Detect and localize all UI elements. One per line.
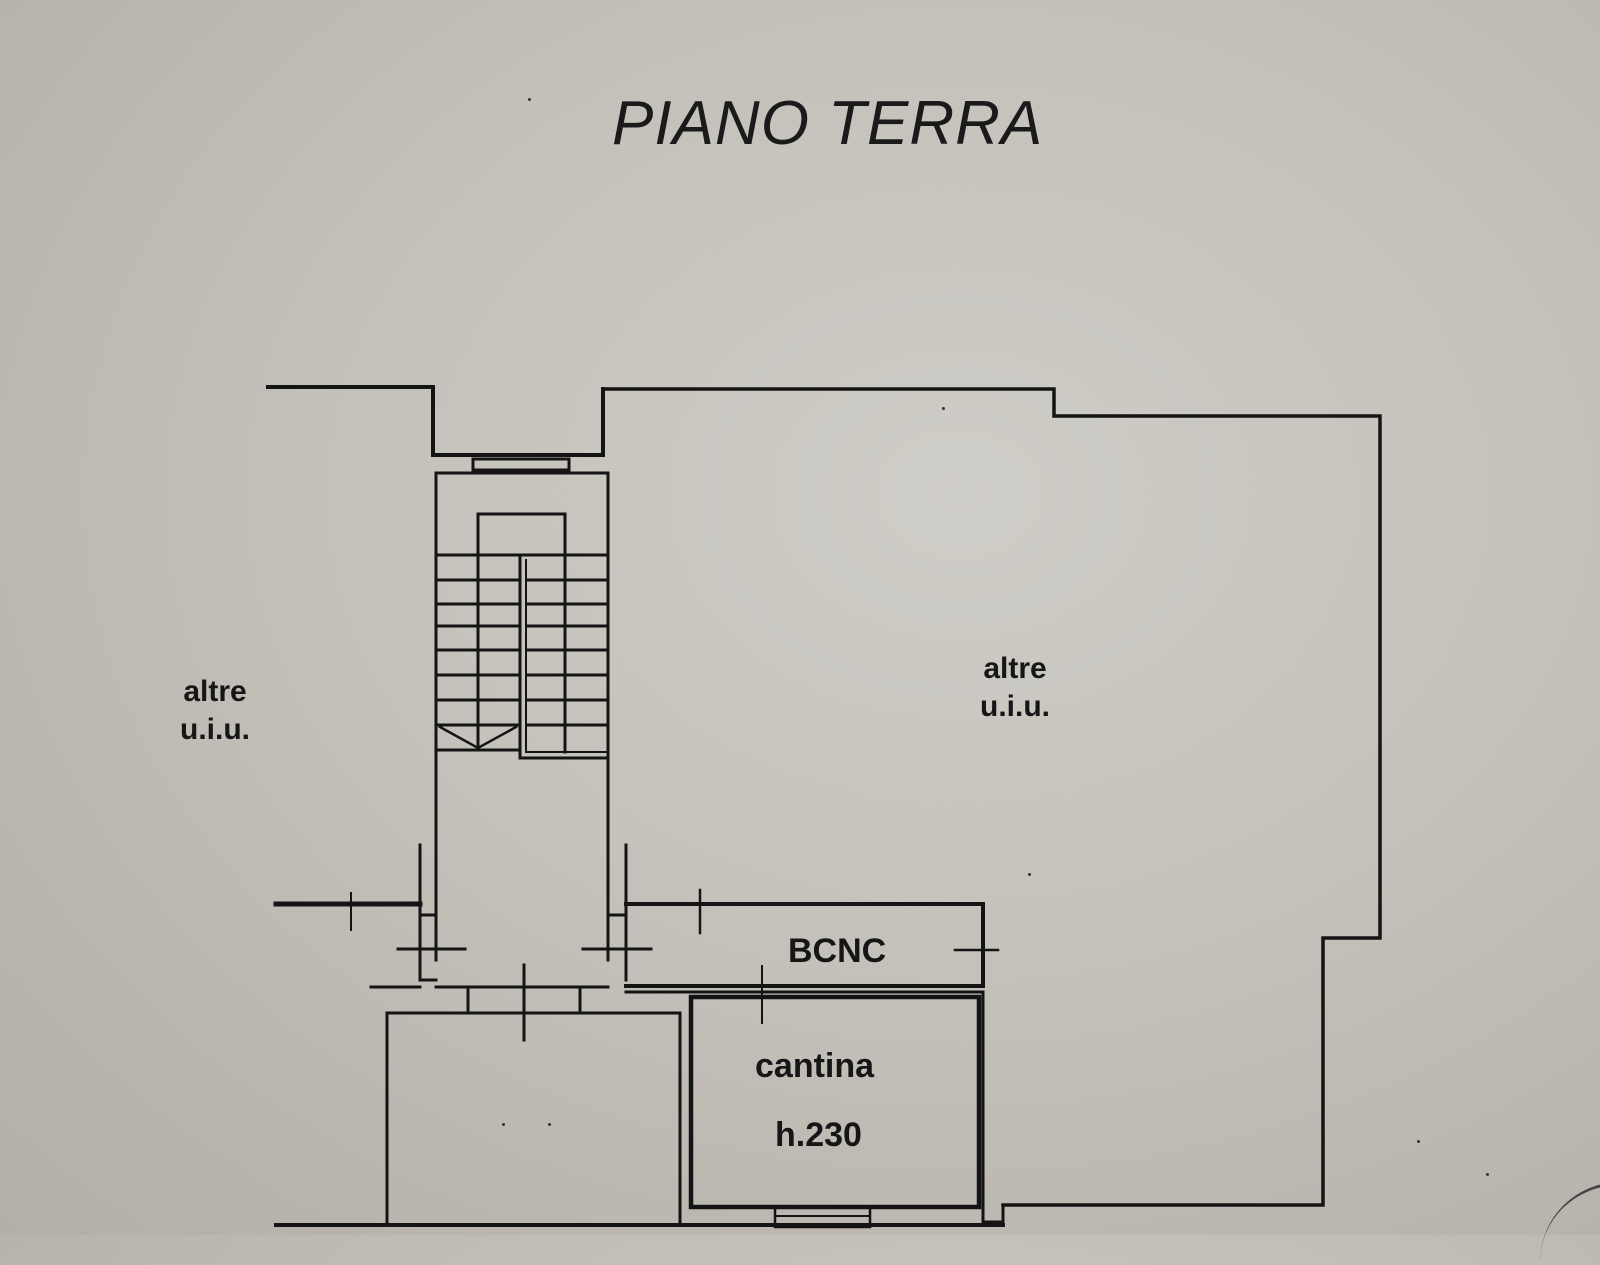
lower-left-room	[274, 1011, 1005, 1227]
label-right-unit-line1: altre	[983, 652, 1047, 685]
bcnc-room-walls	[624, 888, 1000, 1024]
label-right-unit: altre u.i.u.	[960, 650, 1070, 726]
label-cantina-height: h.230	[775, 1116, 862, 1154]
label-bcnc: BCNC	[788, 932, 887, 970]
speck	[942, 407, 945, 410]
left-boundary-wall	[266, 385, 605, 457]
page-title: PIANO TERRA	[612, 89, 1044, 158]
right-unit-outline	[601, 387, 1382, 1207]
stair-core	[434, 471, 610, 962]
corridor-walls	[273, 843, 653, 1042]
label-right-unit-line2: u.i.u.	[980, 690, 1050, 723]
label-cantina: cantina	[755, 1047, 875, 1085]
label-left-unit-line2: u.i.u.	[180, 713, 250, 746]
speck	[502, 1123, 505, 1126]
entrance-door-top	[471, 457, 571, 472]
cantina-room-walls	[688, 990, 1005, 1229]
floor-plan-drawing	[266, 385, 1382, 1229]
speck	[1028, 873, 1031, 876]
speck	[1486, 1173, 1489, 1176]
speck	[1417, 1140, 1420, 1143]
label-left-unit: altre u.i.u.	[160, 673, 270, 749]
speck	[548, 1123, 551, 1126]
speck	[528, 98, 531, 101]
label-left-unit-line1: altre	[183, 675, 247, 708]
